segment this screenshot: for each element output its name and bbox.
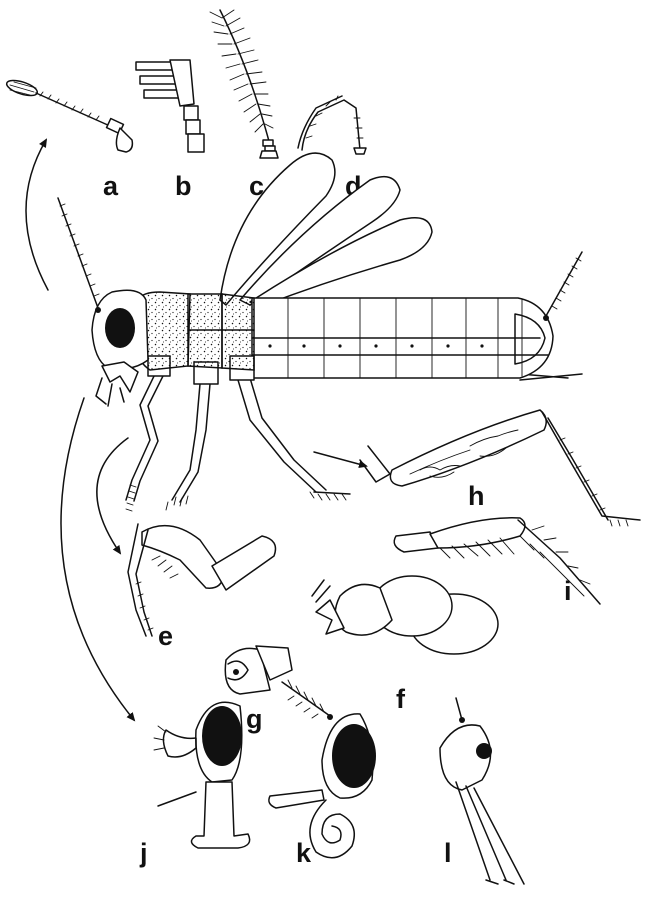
hindleg-main xyxy=(238,380,316,492)
arrow-to-hindleg xyxy=(314,452,366,466)
insect-body xyxy=(58,153,582,511)
metathorax xyxy=(222,294,254,370)
arrow-to-antennae xyxy=(26,140,48,290)
label-f: f xyxy=(396,684,406,714)
antenna-serrate xyxy=(298,96,366,154)
midleg-main xyxy=(172,384,200,500)
mouthpart-f xyxy=(312,576,498,654)
arrow-to-heads xyxy=(61,398,134,720)
mouthpart-g xyxy=(225,646,292,694)
head-l xyxy=(440,698,524,884)
antenna-lamellate xyxy=(136,60,204,152)
label-g: g xyxy=(246,704,263,734)
arrow-to-foreleg xyxy=(97,438,128,553)
antenna-clubbed xyxy=(5,77,132,152)
label-i: i xyxy=(564,576,572,606)
head-j xyxy=(154,702,250,848)
label-h: h xyxy=(468,481,485,511)
hindleg-jumping xyxy=(360,410,640,526)
antenna-plumose xyxy=(210,10,278,158)
label-e: e xyxy=(158,621,173,651)
label-k: k xyxy=(296,838,312,868)
label-j: j xyxy=(139,838,148,868)
head-k xyxy=(269,680,376,858)
label-l: l xyxy=(444,838,452,868)
label-a: a xyxy=(103,171,119,201)
foreleg-raptorial xyxy=(128,524,276,636)
label-b: b xyxy=(175,171,192,201)
mesothorax xyxy=(188,294,222,368)
